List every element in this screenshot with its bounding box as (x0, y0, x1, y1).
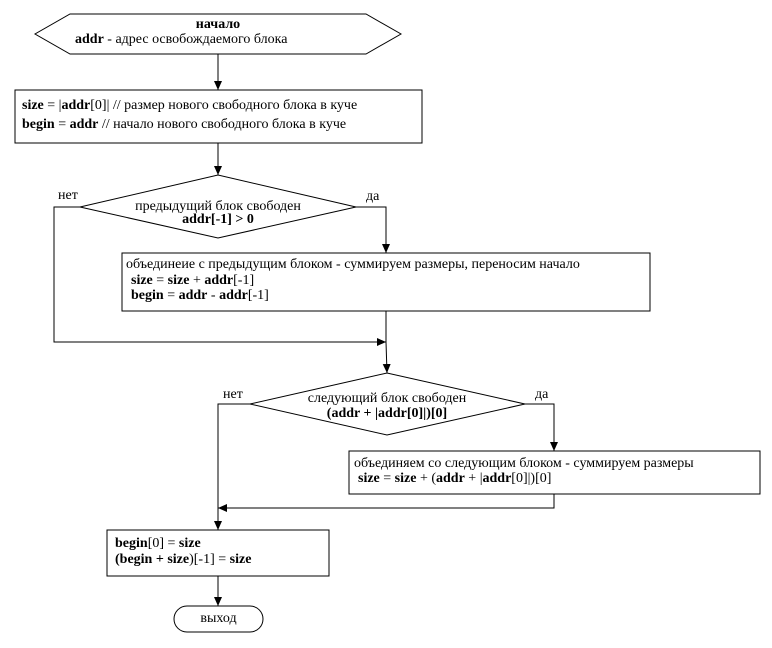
line-cond1-no (53, 206, 386, 346)
cond2-yes-label: да (535, 387, 549, 402)
start-shape (33, 13, 403, 55)
cond1-no-label: нет (58, 188, 78, 203)
end-label: выход (200, 611, 237, 626)
init-line-size: size = |addr[0]| // размер нового свобод… (22, 98, 358, 113)
merge-next-size: size = size + (addr + |addr[0]|)[0] (358, 471, 552, 486)
cond2-no-label: нет (223, 387, 243, 402)
arrow-merge-to-cond2 (382, 341, 391, 374)
cond2-text: следующий блок свободен (307, 391, 467, 406)
cond1-text: предыдущий блок свободен (135, 199, 301, 214)
finalize-line1: begin[0] = size (115, 536, 201, 551)
merge-next-desc: объединяем со следующим блоком - суммиру… (354, 456, 694, 471)
cond1-expr: addr[-1] > 0 (182, 212, 254, 227)
arrow-cond1-yes (356, 206, 390, 253)
cond2-expr: (addr + |addr[0]|)[0] (326, 406, 448, 421)
finalize-line2: (begin + size)[-1] = size (115, 552, 252, 567)
merge-prev-begin: begin = addr - addr[-1] (131, 288, 269, 303)
merge-prev-size: size = size + addr[-1] (131, 273, 255, 288)
init-line-begin: begin = addr // начало нового свободного… (22, 117, 347, 132)
line-merge-next-out (218, 494, 555, 512)
merge-prev-desc: объединеие с предыдущим блоком - суммиру… (126, 257, 580, 272)
start-param: addr - адрес освобождаемого блока (75, 32, 288, 47)
arrow-cond2-no (214, 403, 250, 530)
arrow-cond2-yes (525, 403, 558, 451)
cond1-yes-label: да (366, 189, 380, 204)
start-title: начало (195, 17, 241, 32)
